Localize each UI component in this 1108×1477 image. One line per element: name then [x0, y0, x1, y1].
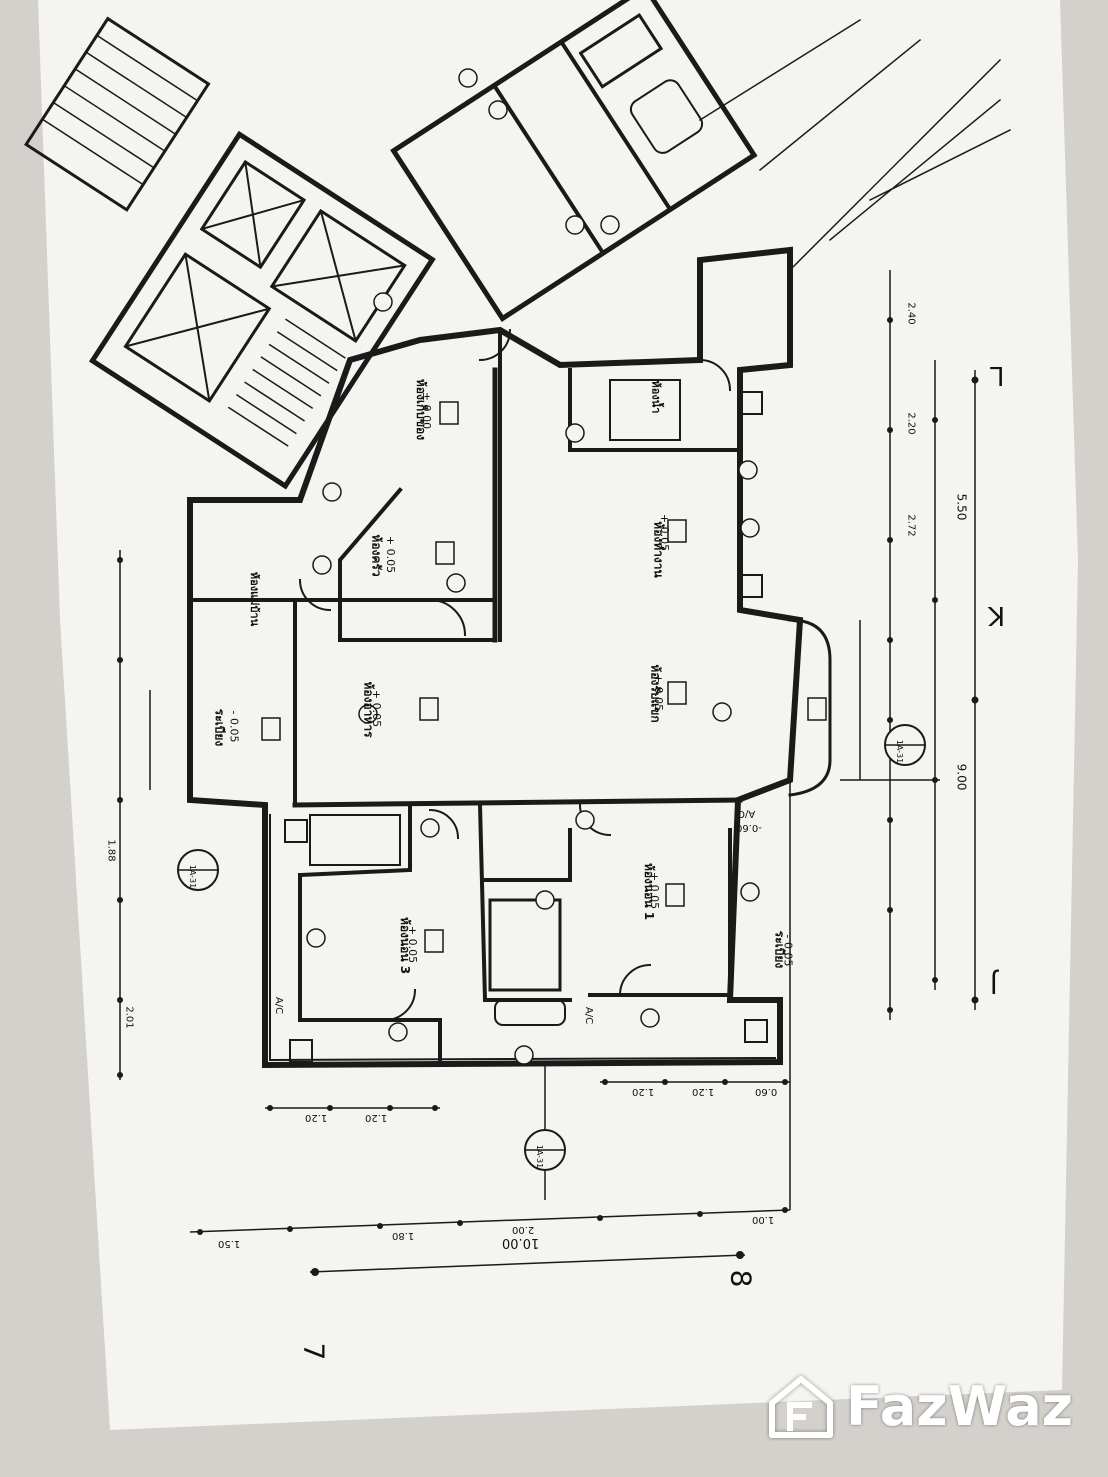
dim-total-vertical: 9.00: [954, 763, 969, 791]
dim-120-a: 1.20: [305, 1112, 328, 1123]
room-label-kitchen: ห้องครัว: [369, 534, 384, 577]
dim-bottom-200: 2.00: [512, 1224, 535, 1235]
dim-120-c: 1.20: [632, 1086, 655, 1097]
brand-watermark: FazWaz: [766, 1371, 1086, 1441]
section-tag-right: 1A-31: [895, 739, 905, 764]
level-living: + 0.05: [652, 673, 666, 712]
level-storage: ± 0.00: [420, 391, 434, 430]
house-logo-icon: [769, 1376, 833, 1438]
section-tag-left: 1A-31: [188, 864, 198, 889]
level-bed1: + 0.05: [648, 871, 662, 910]
room-label-balcony-left: ระเบียง: [212, 708, 227, 747]
grid-label-7: 7: [297, 1342, 331, 1361]
grid-label-j: J: [990, 968, 998, 998]
ac-level-1: -0.60: [736, 822, 762, 833]
level-work: + 0.05: [658, 513, 672, 552]
dim-240: 2.40: [905, 302, 917, 325]
level-kitchen: + 0.05: [384, 535, 398, 574]
level-dining: + 0.05: [370, 689, 384, 728]
dim-060: 0.60: [755, 1086, 778, 1097]
brand-wordmark: FazWaz: [846, 1374, 1074, 1438]
level-balcony-right: - 0.05: [781, 934, 795, 967]
grid-label-l: L: [990, 360, 1005, 390]
dim-upper-vertical: 5.50: [954, 493, 969, 521]
level-bed3: + 0.05: [406, 925, 420, 964]
dim-bottom-180: 1.80: [392, 1230, 415, 1241]
room-label-bath: ห้องน้ำ: [649, 380, 663, 414]
level-balcony-left: - 0.05: [227, 710, 241, 743]
dim-total-horizontal: 10.00: [502, 1235, 540, 1250]
section-tag-bottom: 1A-31: [535, 1144, 545, 1169]
dim-272: 2.72: [905, 514, 917, 537]
dim-220: 2.20: [905, 412, 917, 435]
grid-label-k: K: [988, 600, 1006, 630]
ac-tag-2: A/C: [273, 996, 285, 1015]
dim-120-d: 1.20: [692, 1086, 715, 1097]
paper-sheet: [38, 0, 1078, 1430]
ac-tag-1: A/C: [738, 808, 756, 819]
grid-label-8: 8: [724, 1269, 758, 1288]
dim-120-b: 1.20: [365, 1112, 388, 1123]
dim-201: 2.01: [123, 1006, 135, 1029]
ac-tag-3: A/C: [583, 1006, 595, 1025]
dim-bottom-100: 1.00: [752, 1214, 775, 1225]
room-label-maid: ห้องแม่บ้าน: [248, 571, 262, 627]
dim-188: 1.88: [105, 839, 117, 862]
dim-bottom-150: 1.50: [218, 1238, 241, 1249]
